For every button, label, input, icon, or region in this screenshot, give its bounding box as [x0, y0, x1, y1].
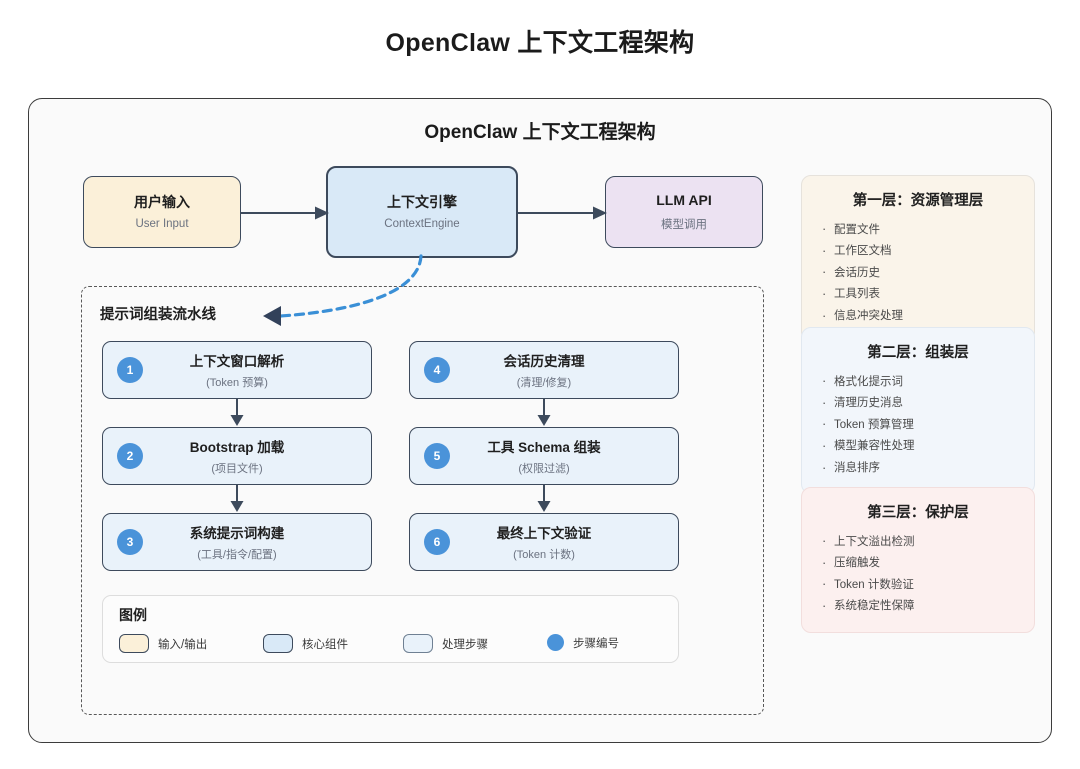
legend-item-core: 核心组件	[263, 634, 348, 653]
node-context-engine-subtitle: ContextEngine	[384, 217, 460, 230]
node-llm-api-subtitle: 模型调用	[661, 218, 707, 231]
step-badge-4: 4	[424, 357, 450, 383]
arrow-step-2-to-3	[230, 485, 244, 512]
pipeline-step-4[interactable]: 4 会话历史清理 (清理/修复)	[409, 341, 679, 399]
layer-panel-3-item: 系统稳定性保障	[822, 596, 1034, 618]
legend-swatch-step	[403, 634, 433, 653]
legend-dot-number	[547, 634, 564, 651]
step-subtitle-1: (Token 预算)	[206, 377, 268, 389]
layer-panel-1-item: 工作区文档	[822, 241, 1034, 263]
layer-panel-1-list: 配置文件 工作区文档 会话历史 工具列表 信息冲突处理	[802, 219, 1034, 341]
step-badge-6: 6	[424, 529, 450, 555]
arrow-user-to-engine	[241, 206, 329, 220]
layer-panel-3-item: Token 计数验证	[822, 574, 1034, 596]
node-llm-api-title: LLM API	[656, 192, 712, 209]
pipeline-step-2[interactable]: 2 Bootstrap 加载 (项目文件)	[102, 427, 372, 485]
layer-panel-2-item: 模型兼容性处理	[822, 436, 1034, 458]
step-badge-2: 2	[117, 443, 143, 469]
legend-item-io: 输入/输出	[119, 634, 207, 653]
legend-label-core: 核心组件	[302, 638, 348, 651]
layer-panel-3-title: 第三层：保护层	[867, 505, 969, 521]
legend-item-number: 步骤编号	[547, 634, 619, 651]
layer-panel-3-item: 上下文溢出检测	[822, 531, 1034, 553]
layer-panel-1-item: 会话历史	[822, 262, 1034, 284]
pipeline-step-3[interactable]: 3 系统提示词构建 (工具/指令/配置)	[102, 513, 372, 571]
arrow-engine-to-pipeline-dashed	[263, 254, 423, 326]
diagram-canvas: OpenClaw 上下文工程架构 用户输入 User Input 上下文引擎 C…	[28, 98, 1052, 743]
layer-panel-1-item: 配置文件	[822, 219, 1034, 241]
layer-panel-resource-management: 第一层：资源管理层 配置文件 工作区文档 会话历史 工具列表 信息冲突处理	[801, 175, 1035, 343]
step-subtitle-2: (项目文件)	[211, 463, 263, 475]
node-user-input-title: 用户输入	[134, 194, 190, 211]
node-context-engine-title: 上下文引擎	[387, 194, 457, 211]
step-subtitle-6: (Token 计数)	[513, 549, 575, 561]
layer-panel-3-item: 压缩触发	[822, 553, 1034, 575]
legend-swatch-io	[119, 634, 149, 653]
page-title: OpenClaw 上下文工程架构	[385, 29, 695, 57]
layer-panel-assembly: 第二层：组装层 格式化提示词 清理历史消息 Token 预算管理 模型兼容性处理…	[801, 327, 1035, 495]
pipeline-label: 提示词组装流水线	[100, 307, 216, 323]
layer-panel-2-item: 清理历史消息	[822, 393, 1034, 415]
step-title-4: 会话历史清理	[503, 354, 585, 369]
pipeline-step-1[interactable]: 1 上下文窗口解析 (Token 预算)	[102, 341, 372, 399]
layer-panel-1-item: 工具列表	[822, 284, 1034, 306]
legend-label-step: 处理步骤	[442, 638, 488, 651]
step-title-5: 工具 Schema 组装	[487, 440, 601, 455]
pipeline-group: 提示词组装流水线 1 上下文窗口解析 (Token 预算) 2 Bootstra…	[81, 286, 764, 715]
layer-panel-2-item: Token 预算管理	[822, 414, 1034, 436]
step-badge-5: 5	[424, 443, 450, 469]
arrow-engine-to-llm	[518, 206, 607, 220]
step-title-1: 上下文窗口解析	[189, 354, 285, 369]
layer-panel-1-item: 信息冲突处理	[822, 306, 1034, 328]
pipeline-step-6[interactable]: 6 最终上下文验证 (Token 计数)	[409, 513, 679, 571]
legend-box: 图例 输入/输出 核心组件 处理步骤 步骤编号	[102, 595, 679, 663]
layer-panel-2-list: 格式化提示词 清理历史消息 Token 预算管理 模型兼容性处理 消息排序	[802, 371, 1034, 493]
arrow-step-1-to-2	[230, 399, 244, 426]
step-badge-1: 1	[117, 357, 143, 383]
step-badge-3: 3	[117, 529, 143, 555]
canvas-title: OpenClaw 上下文工程架构	[424, 122, 656, 143]
step-subtitle-3: (工具/指令/配置)	[197, 549, 277, 561]
arrow-step-5-to-6	[537, 485, 551, 512]
step-title-3: 系统提示词构建	[189, 526, 285, 541]
layer-panel-2-item: 格式化提示词	[822, 371, 1034, 393]
node-user-input[interactable]: 用户输入 User Input	[83, 176, 241, 248]
step-subtitle-5: (权限过滤)	[518, 463, 570, 475]
step-subtitle-4: (清理/修复)	[516, 377, 572, 389]
layer-panel-2-title: 第二层：组装层	[867, 345, 969, 361]
legend-item-step: 处理步骤	[403, 634, 488, 653]
layer-panel-protection: 第三层：保护层 上下文溢出检测 压缩触发 Token 计数验证 系统稳定性保障	[801, 487, 1035, 633]
layer-panel-1-title: 第一层：资源管理层	[852, 193, 984, 209]
arrow-step-4-to-5	[537, 399, 551, 426]
pipeline-step-5[interactable]: 5 工具 Schema 组装 (权限过滤)	[409, 427, 679, 485]
step-title-6: 最终上下文验证	[496, 526, 592, 541]
legend-label-io: 输入/输出	[158, 638, 208, 651]
step-title-2: Bootstrap 加载	[189, 440, 285, 455]
node-context-engine[interactable]: 上下文引擎 ContextEngine	[326, 166, 518, 258]
legend-swatch-core	[263, 634, 293, 653]
layer-panel-3-list: 上下文溢出检测 压缩触发 Token 计数验证 系统稳定性保障	[802, 531, 1034, 632]
layer-panel-2-item: 消息排序	[822, 458, 1034, 480]
legend-label-number: 步骤编号	[573, 637, 619, 650]
node-user-input-subtitle: User Input	[135, 217, 189, 230]
node-llm-api[interactable]: LLM API 模型调用	[605, 176, 763, 248]
legend-title: 图例	[119, 607, 147, 623]
